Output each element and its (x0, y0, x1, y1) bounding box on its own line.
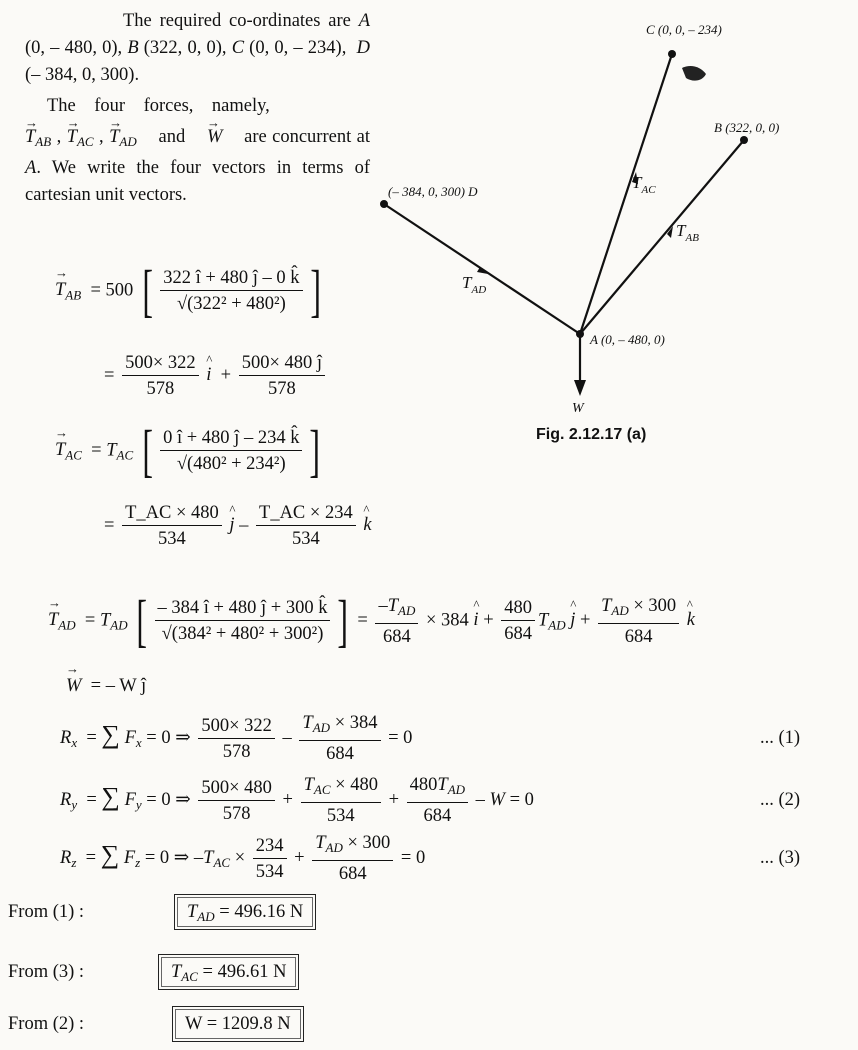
label-TAD: TAD (462, 273, 486, 296)
arrow-AC (632, 172, 638, 184)
result-from-3: From (3) : (8, 962, 85, 982)
equation-tac: TAC = TAC [ 0 î + 480 ĵ – 234 k̂√(480² +… (55, 422, 325, 480)
label-TAC: TAC (632, 173, 656, 196)
point-A (576, 330, 584, 338)
arrow-AD (477, 267, 488, 274)
label-D: (– 384, 0, 300) D (388, 184, 478, 199)
point-C (668, 50, 676, 58)
arrow-AB (667, 226, 673, 238)
equation-tad: TAD = TAD [ – 384 î + 480 ĵ + 300 k̂√(38… (48, 592, 695, 650)
eq-number-1: ... (1) (760, 728, 801, 748)
intro-paragraph: The required co-ordinates are A (0, – 48… (25, 8, 370, 209)
point-B (740, 136, 748, 144)
point-D (380, 200, 388, 208)
label-TAB: TAB (676, 221, 699, 244)
result-from-1: From (1) : (8, 902, 85, 922)
ink-smudge (682, 66, 706, 81)
line-AB (579, 139, 745, 335)
result-box-tad: TAD = 496.16 N (174, 894, 317, 930)
force-diagram: C (0, 0, – 234) B (322, 0, 0) (– 384, 0,… (380, 22, 779, 416)
label-B: B (322, 0, 0) (714, 120, 779, 135)
eq-number-2: ... (2) (760, 790, 801, 810)
arrow-W (574, 380, 586, 396)
result-box-tac: TAC = 496.61 N (158, 954, 300, 990)
result-box-w: W = 1209.8 N (172, 1006, 304, 1042)
label-A: A (0, – 480, 0) (589, 332, 665, 347)
equation-tab: TAB = 500 [ 322 î + 480 ĵ – 0 k̂√(322² +… (55, 262, 325, 320)
label-C: C (0, 0, – 234) (646, 22, 722, 37)
result-from-2: From (2) : (8, 1014, 85, 1034)
figure-caption: Fig. 2.12.17 (a) (536, 426, 647, 443)
eq-number-3: ... (3) (760, 848, 801, 868)
label-W: W (572, 401, 585, 416)
line-AC (578, 53, 674, 335)
equation-w: W = – W ĵ (66, 661, 146, 697)
